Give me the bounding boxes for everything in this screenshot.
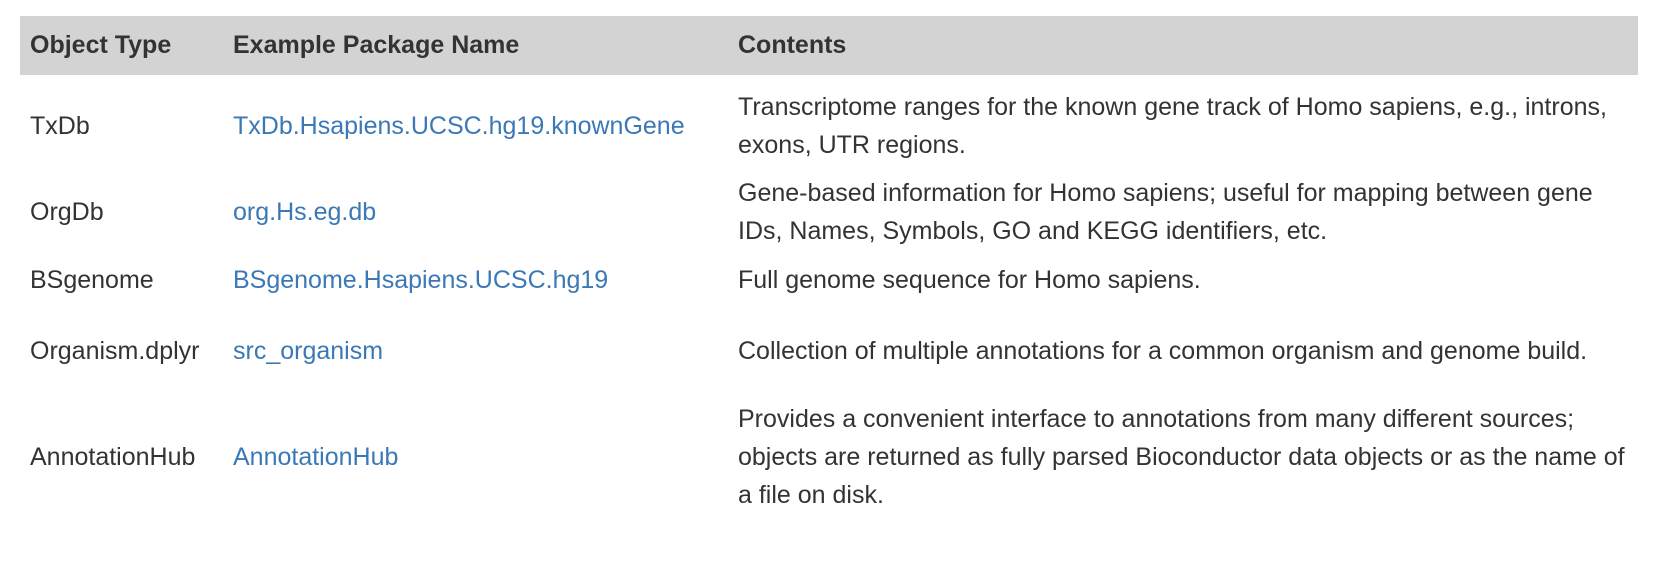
contents-cell: Provides a convenient interface to annot…: [738, 405, 1625, 509]
annotation-table: Object Type Example Package Name Content…: [20, 16, 1638, 517]
package-cell: src_organism: [223, 305, 728, 393]
package-link[interactable]: BSgenome.Hsapiens.UCSC.hg19: [233, 266, 609, 294]
header-object-type: Object Type: [20, 16, 223, 75]
package-link[interactable]: AnnotationHub: [233, 443, 399, 471]
object-type-cell: TxDb: [30, 112, 90, 140]
package-link[interactable]: org.Hs.eg.db: [233, 198, 377, 226]
table-row: TxDb TxDb.Hsapiens.UCSC.hg19.knownGene T…: [20, 75, 1638, 169]
table-row: AnnotationHub AnnotationHub Provides a c…: [20, 393, 1638, 517]
table-row: Organism.dplyr src_organism Collection o…: [20, 305, 1638, 393]
table-header: Object Type Example Package Name Content…: [20, 16, 1638, 75]
table-row: BSgenome BSgenome.Hsapiens.UCSC.hg19 Ful…: [20, 251, 1638, 305]
table-row: OrgDb org.Hs.eg.db Gene-based informatio…: [20, 169, 1638, 251]
package-cell: org.Hs.eg.db: [223, 169, 728, 251]
contents-cell: Full genome sequence for Homo sapiens.: [738, 266, 1201, 294]
contents-cell: Transcriptome ranges for the known gene …: [738, 93, 1607, 159]
contents-cell: Gene-based information for Homo sapiens;…: [738, 179, 1593, 245]
contents-cell: Collection of multiple annotations for a…: [738, 337, 1588, 365]
table-body: TxDb TxDb.Hsapiens.UCSC.hg19.knownGene T…: [20, 75, 1638, 517]
object-type-cell: OrgDb: [30, 198, 104, 226]
package-cell: TxDb.Hsapiens.UCSC.hg19.knownGene: [223, 75, 728, 169]
package-link[interactable]: TxDb.Hsapiens.UCSC.hg19.knownGene: [233, 112, 685, 140]
object-type-cell: BSgenome: [30, 266, 154, 294]
object-type-cell: Organism.dplyr: [30, 337, 200, 365]
header-contents: Contents: [728, 16, 1638, 75]
package-cell: AnnotationHub: [223, 393, 728, 517]
header-example-package-name: Example Package Name: [223, 16, 728, 75]
annotation-table-container: Object Type Example Package Name Content…: [20, 16, 1638, 517]
package-link[interactable]: src_organism: [233, 337, 384, 365]
header-row: Object Type Example Package Name Content…: [20, 16, 1638, 75]
object-type-cell: AnnotationHub: [30, 443, 196, 471]
package-cell: BSgenome.Hsapiens.UCSC.hg19: [223, 251, 728, 305]
